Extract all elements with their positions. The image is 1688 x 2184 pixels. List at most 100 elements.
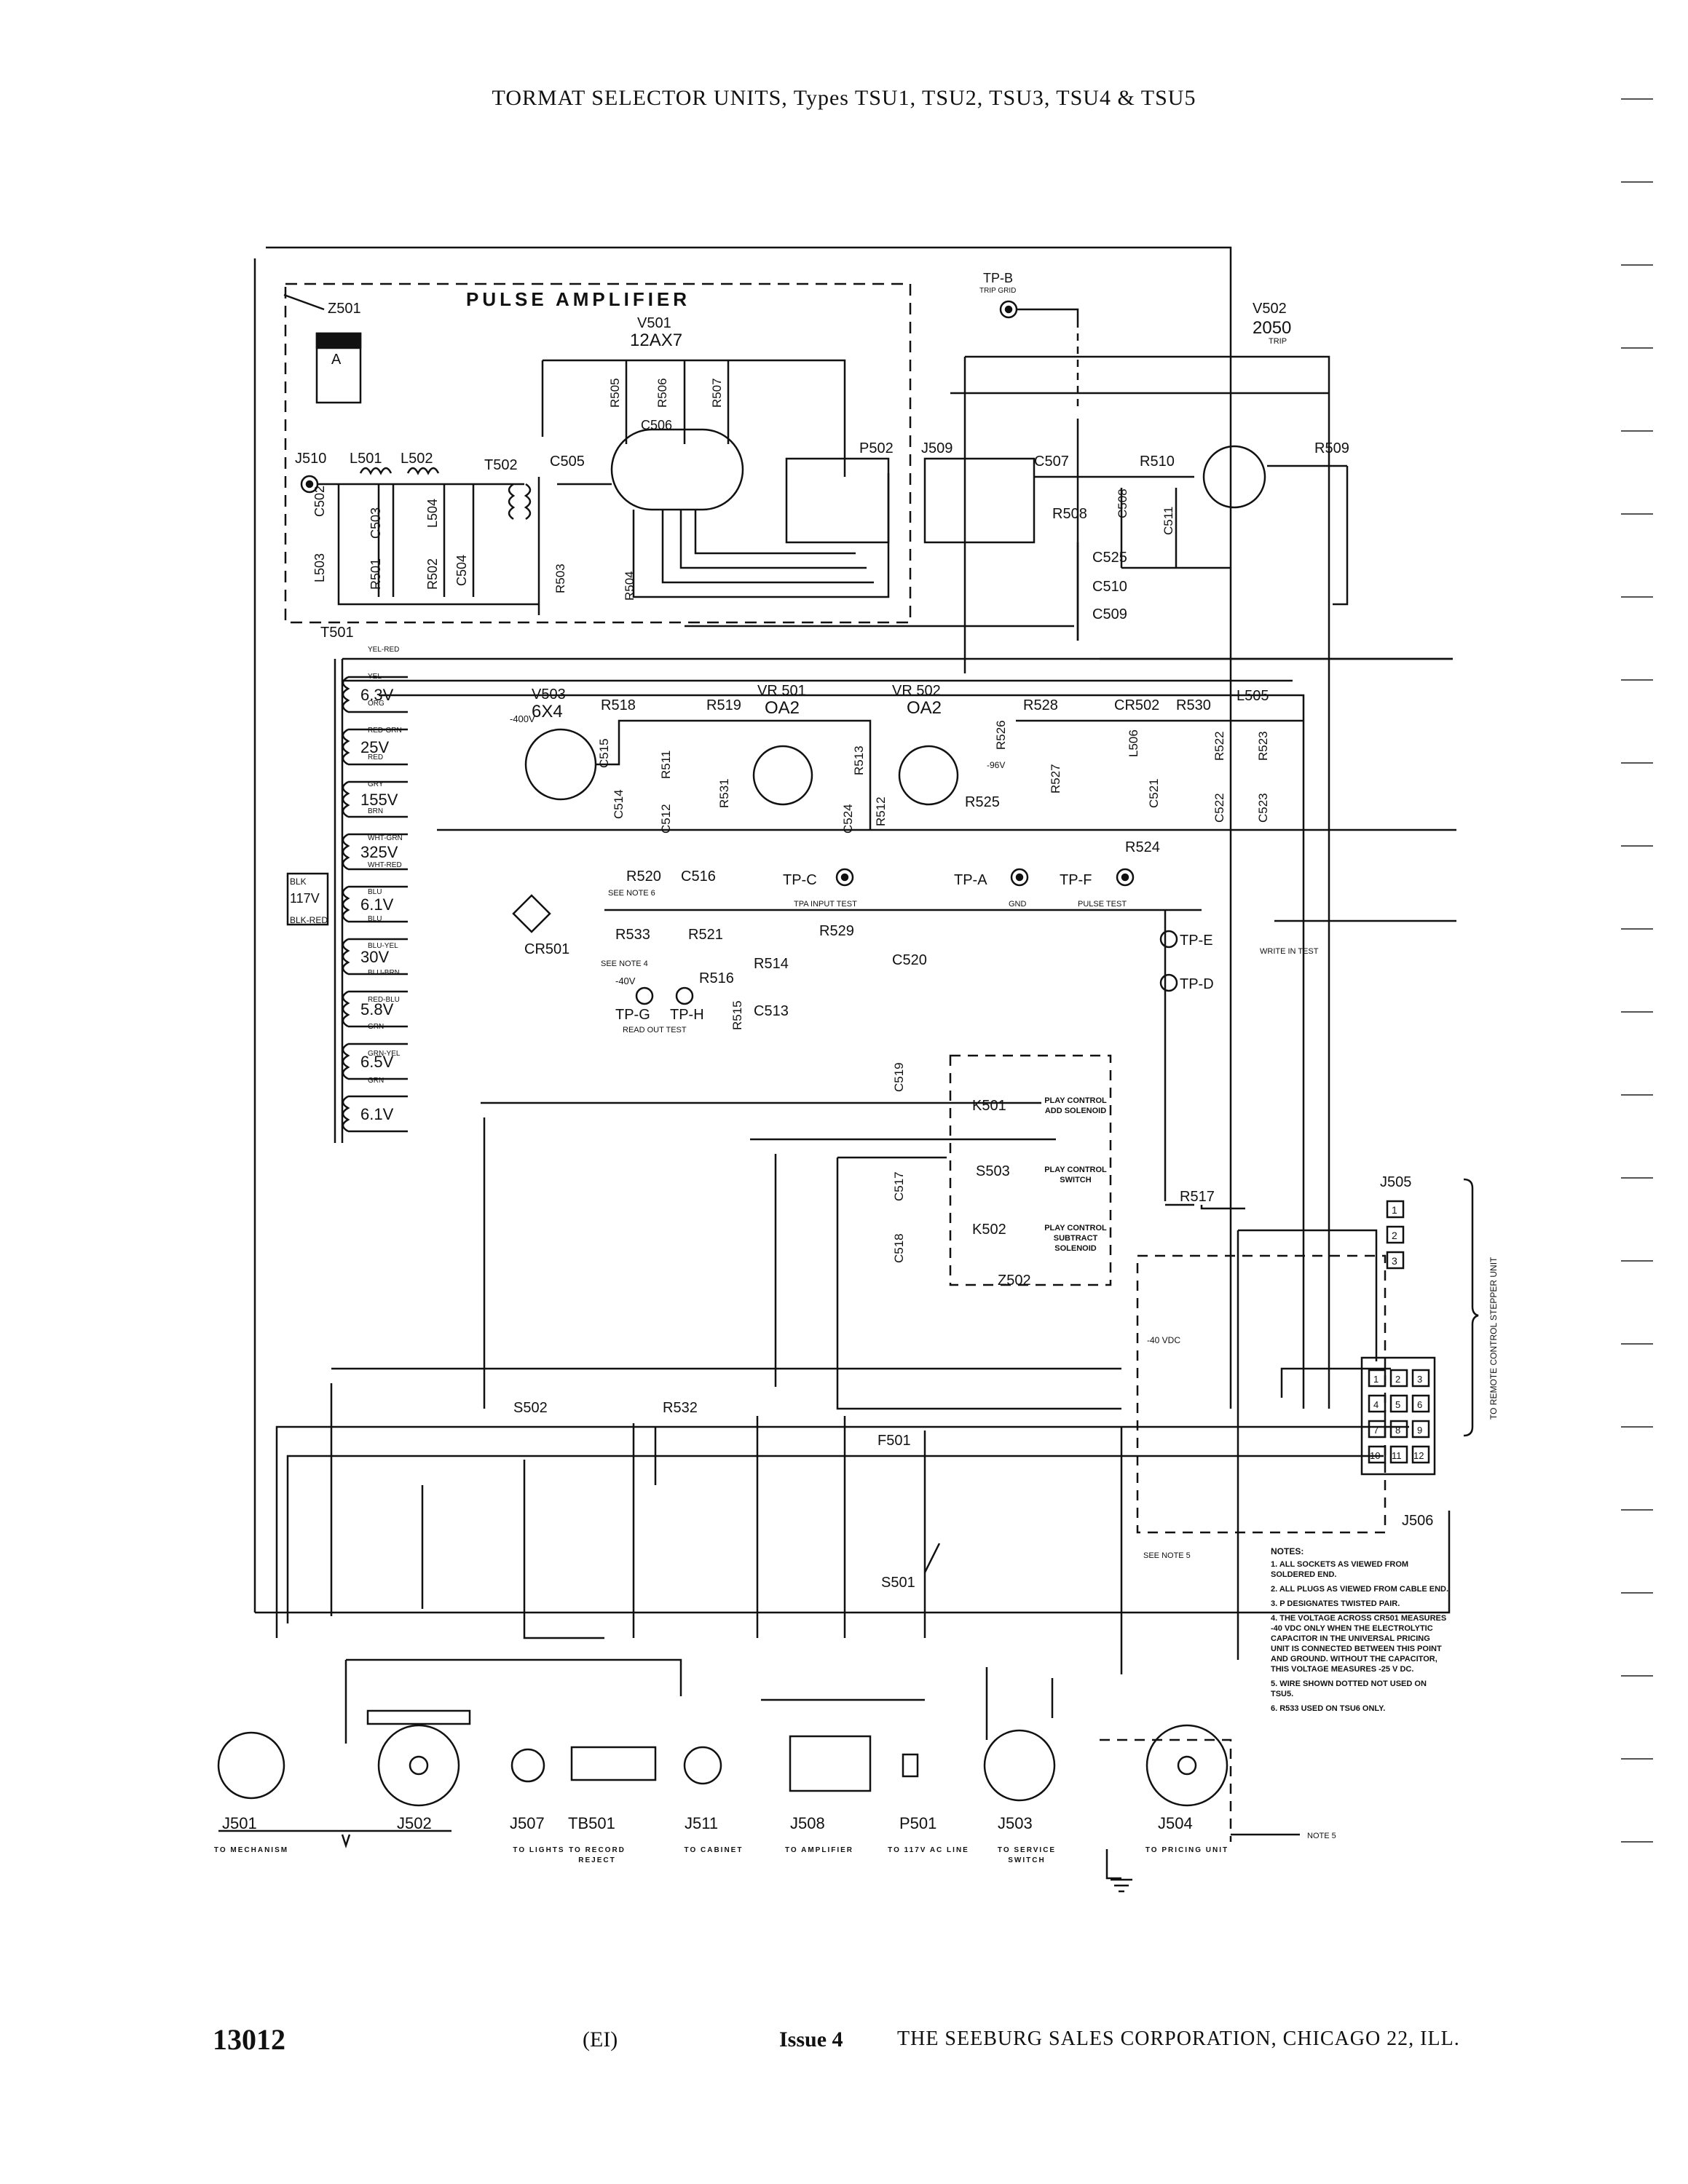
svg-text:TP-C: TP-C [783,872,817,888]
svg-text:TRIP: TRIP [1269,337,1287,346]
svg-text:TB501: TB501 [568,1814,615,1832]
j505-pin [1386,1251,1405,1270]
svg-text:GND: GND [1009,900,1027,909]
j506-pin [1411,1445,1430,1464]
svg-text:TP-F: TP-F [1060,872,1092,888]
svg-text:C503: C503 [368,507,383,539]
svg-text:C512: C512 [659,804,673,834]
v502-trip-area: J509 C507 R510 R508 C508 C511 C525 C510 … [921,300,1349,641]
svg-text:R513: R513 [852,745,866,775]
svg-text:R506: R506 [655,378,669,408]
svg-text:R503: R503 [553,563,567,593]
svg-text:L504: L504 [425,499,440,528]
svg-text:J503: J503 [998,1814,1033,1832]
svg-text:R507: R507 [710,378,724,408]
svg-text:2: 2 [1395,1374,1400,1385]
svg-text:C516: C516 [681,869,716,885]
wire-color: ORG [368,700,384,708]
svg-text:R511: R511 [659,751,673,779]
svg-text:C520: C520 [892,952,927,968]
code-label: CODE [326,337,352,347]
svg-text:TPA INPUT TEST: TPA INPUT TEST [794,900,857,909]
j506-pin [1389,1394,1408,1413]
test-points: TP-B TRIP GRID TP-C TPA INPUT TEST TP-A … [615,271,1319,1034]
wire-color: BRN [368,807,383,815]
svg-text:TP-G: TP-G [615,1007,650,1023]
wire-color: WHT-GRN [368,834,403,842]
wire-color: BLU-YEL [368,942,398,950]
note-4: 4. THE VOLTAGE ACROSS CR501 MEASURES -40… [1271,1614,1447,1674]
issue-label: Issue 4 [779,2027,843,2052]
t501-transformer: T501 BLK 117V BLK-RED 6.3V25V155V325V6.1… [286,625,408,1143]
svg-text:S503: S503 [976,1163,1010,1179]
svg-text:4: 4 [1373,1399,1379,1410]
primary-117v: 117V [290,891,320,906]
svg-text:C502: C502 [312,486,327,517]
v501-tube: V501 12AX7 R505 R506 R507 C506 R503 R504… [541,315,894,601]
svg-text:K502: K502 [972,1222,1006,1238]
svg-text:C509: C509 [1092,606,1127,622]
svg-text:READ OUT TEST: READ OUT TEST [623,1026,687,1034]
svg-text:C524: C524 [841,804,855,834]
svg-text:NOTE 5: NOTE 5 [1307,1832,1336,1840]
winding-3: 155V [342,780,408,818]
svg-text:C510: C510 [1092,579,1127,595]
svg-text:J507: J507 [510,1814,545,1832]
svg-text:J502: J502 [397,1814,432,1832]
s503-label: PLAY CONTROL SWITCH [1044,1166,1107,1184]
winding-4: 325V [342,833,408,871]
wire-color: GRN-YEL [368,1050,401,1058]
svg-text:6.3V: 6.3V [360,686,394,704]
j505-pin [1386,1225,1405,1244]
svg-text:C519: C519 [892,1062,906,1092]
doc-number: 13012 [213,2023,285,2056]
svg-text:K501: K501 [972,1098,1006,1114]
svg-text:VR 501: VR 501 [757,683,806,699]
svg-text:C517: C517 [892,1171,906,1201]
svg-text:-40 VDC: -40 VDC [1147,1335,1180,1345]
svg-text:BLK: BLK [290,877,307,887]
wire-color: RED-BLU [368,996,400,1004]
svg-text:TP-H: TP-H [670,1007,704,1023]
svg-text:J506: J506 [1402,1513,1433,1529]
svg-text:6: 6 [1417,1399,1422,1410]
j506-pin [1411,1420,1430,1439]
svg-text:R531: R531 [717,778,731,808]
svg-text:VR 502: VR 502 [892,683,941,699]
j506-pin [1411,1394,1430,1413]
svg-text:J511: J511 [685,1814,718,1832]
svg-text:R523: R523 [1256,731,1270,761]
svg-text:10: 10 [1370,1450,1380,1461]
notes-block: NOTES: 1. ALL SOCKETS AS VIEWED FROM SOL… [1271,1546,1448,1713]
svg-text:R508: R508 [1052,506,1087,522]
svg-text:TP-B: TP-B [983,271,1013,285]
code-value: A [331,352,342,368]
j505-pin [1386,1200,1405,1219]
svg-text:L505: L505 [1237,688,1269,704]
svg-text:Z502: Z502 [998,1273,1031,1289]
svg-text:V502: V502 [1253,301,1287,317]
svg-text:R527: R527 [1049,764,1062,794]
relay-block-z502: K501 S503 K502 Z502 C519 C517 C518 PLAY … [892,1054,1112,1289]
svg-text:8: 8 [1395,1425,1400,1436]
svg-text:C522: C522 [1212,793,1226,823]
wire-color: RED-GRN [368,727,402,735]
svg-text:C505: C505 [550,454,585,470]
svg-text:325V: 325V [360,843,398,861]
svg-text:155V: 155V [360,791,398,809]
vr501-type: OA2 [765,698,800,718]
svg-text:WRITE IN TEST: WRITE IN TEST [1260,947,1319,956]
svg-text:1: 1 [1373,1374,1379,1385]
svg-text:C513: C513 [754,1003,789,1019]
wire-color: RED [368,753,383,761]
svg-text:L503: L503 [312,553,327,582]
v502-type: 2050 [1253,318,1291,338]
wire-color: BLU-BRN [368,969,400,977]
svg-text:S502: S502 [513,1400,548,1416]
svg-text:R521: R521 [688,927,723,943]
